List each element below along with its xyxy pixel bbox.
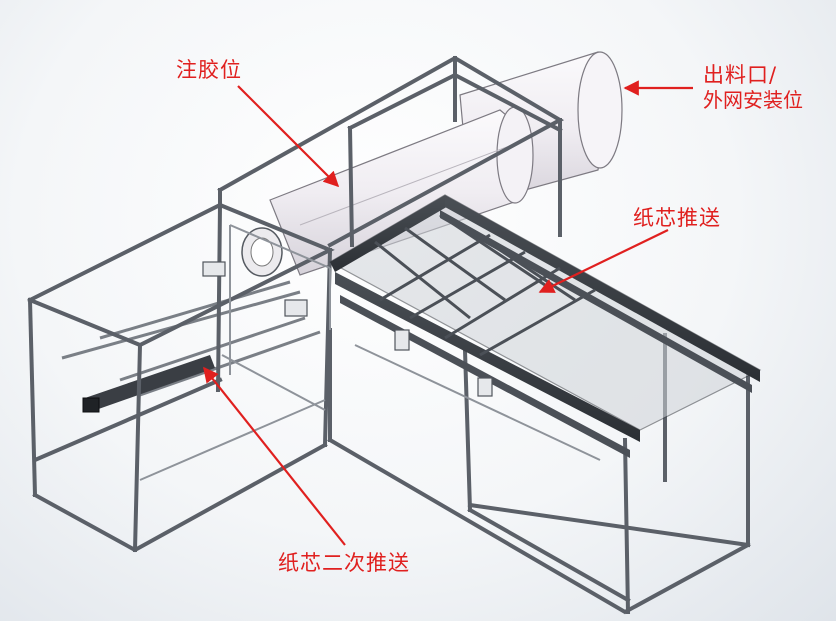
label-core-push: 纸芯推送: [633, 206, 721, 230]
arrow-glue-position: [237, 85, 340, 188]
arrow-core-second-push: [203, 366, 346, 546]
label-outlet-line1: 出料口/: [703, 63, 778, 87]
label-outlet-line2: 外网安装位: [703, 88, 803, 112]
conveyor-crossbars: [374, 213, 596, 357]
label-glue-position: 注胶位: [176, 58, 242, 82]
brackets: [202, 261, 493, 397]
frame-details: [139, 224, 601, 481]
arrow-core-push: [538, 229, 669, 293]
annotation-arrows: [203, 80, 693, 546]
glue-head-ring: [241, 227, 283, 277]
push-rods: [61, 280, 321, 397]
label-core-second-push: 纸芯二次推送: [278, 551, 410, 575]
conveyor-rails: [328, 194, 762, 458]
pusher-actuator: [82, 355, 215, 413]
